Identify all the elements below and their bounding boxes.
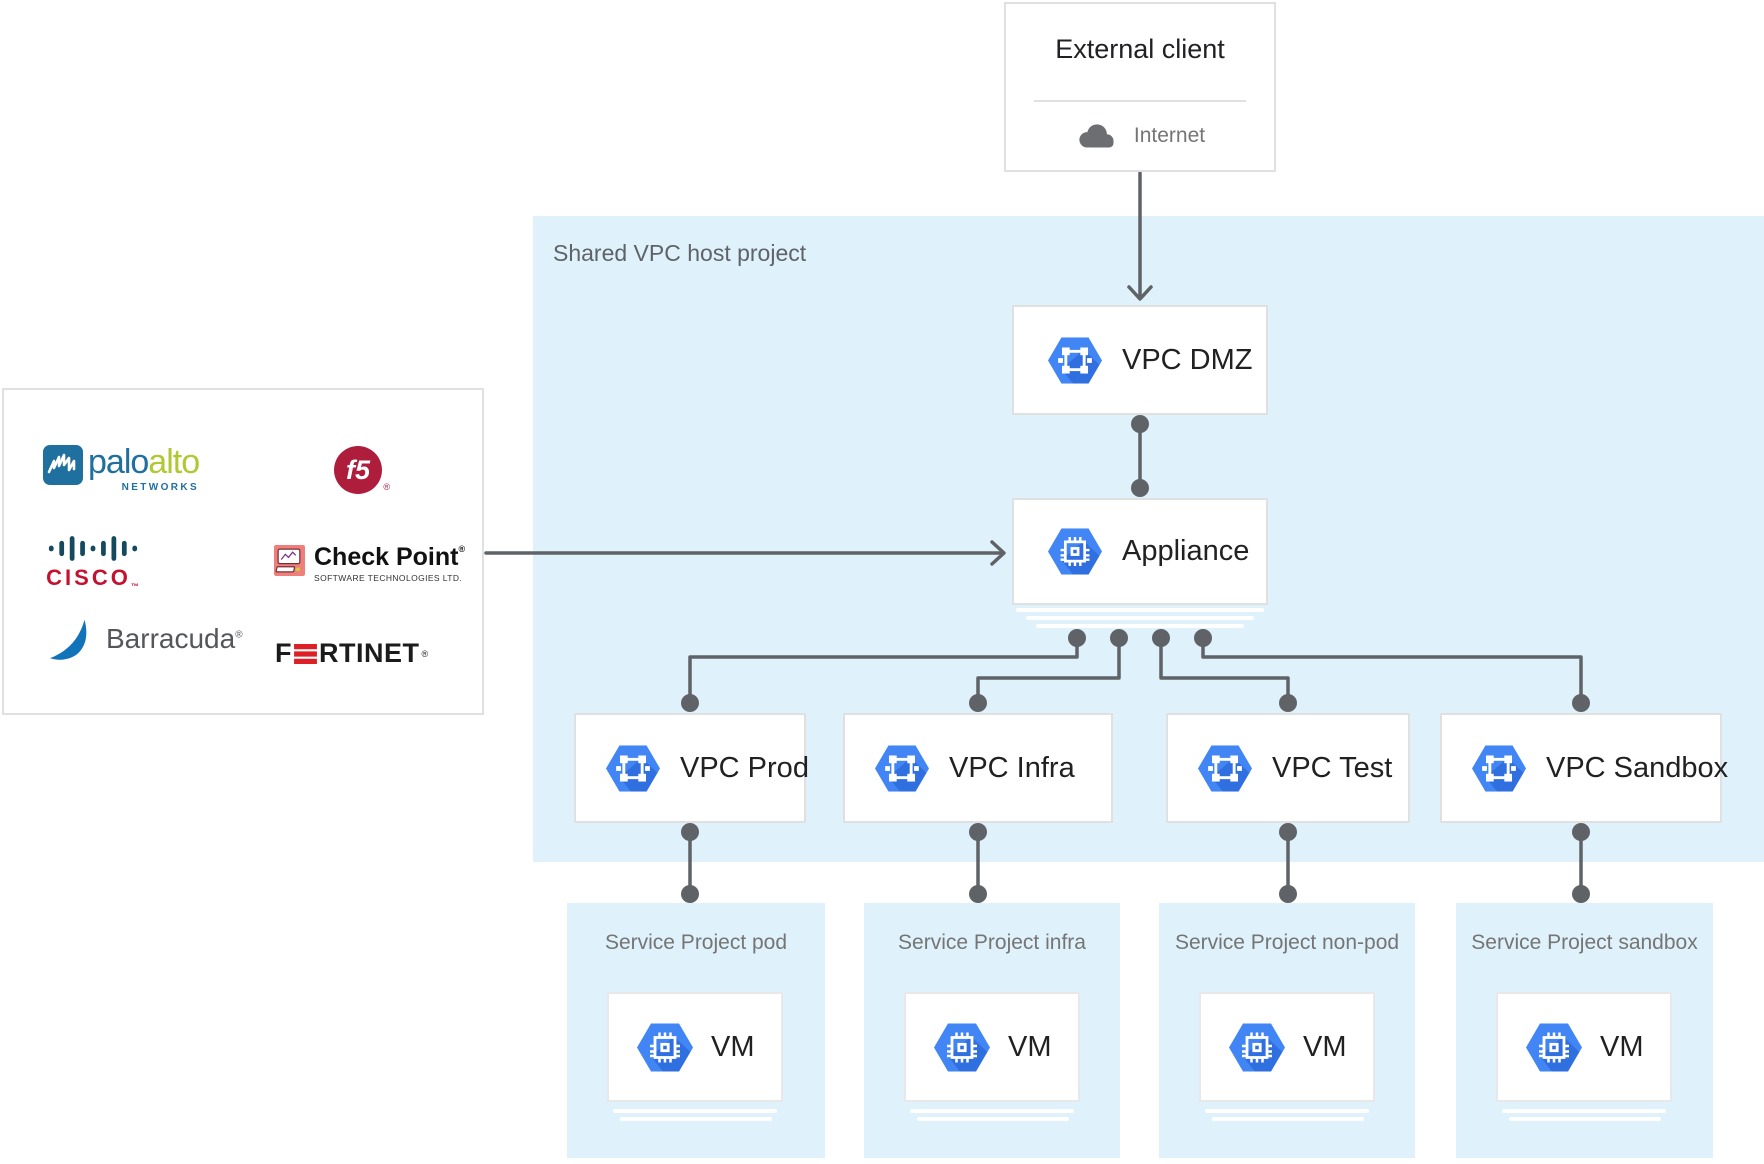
vm-stack-line (1502, 1109, 1666, 1113)
vpc-icon (1198, 745, 1252, 792)
compute-chip-icon (934, 1023, 990, 1072)
barracuda-registered-mark: ® (235, 629, 243, 641)
fortinet-logo: F RTINET ® (275, 640, 428, 667)
vm-stack-line (620, 1117, 772, 1121)
f5-logo: f5 ® (334, 446, 390, 494)
service-project-sandbox-label: Service Project sandbox (1471, 931, 1698, 954)
divider (1034, 100, 1246, 102)
compute-chip-icon (1048, 528, 1102, 575)
vpc-icon (606, 745, 660, 792)
appliance-stack-line (1036, 624, 1244, 628)
service-project-infra-label: Service Project infra (898, 931, 1086, 954)
vpc-test-box: VPC Test (1166, 713, 1410, 823)
vm-stack-line (1509, 1117, 1661, 1121)
vpc-icon (1472, 745, 1526, 792)
paloalto-word-alto: alto (148, 443, 200, 481)
f5-registered-mark: ® (383, 482, 390, 492)
vpc-icon (1048, 337, 1102, 384)
vm-stack-line (613, 1109, 777, 1113)
internet-label: Internet (1133, 124, 1206, 147)
fortinet-letters-rtinet: RTINET (319, 638, 420, 668)
vm-box: VM (904, 992, 1080, 1102)
checkpoint-name: Check Point (314, 543, 459, 571)
service-project-infra-box: Service Project infra VM (864, 903, 1120, 1158)
vm-stack-line (910, 1109, 1074, 1113)
vpc-sandbox-box: VPC Sandbox (1440, 713, 1728, 823)
checkpoint-wordmark: Check Point® SOFTWARE TECHNOLOGIES LTD. (314, 543, 466, 584)
checkpoint-logo: Check Point® SOFTWARE TECHNOLOGIES LTD. (274, 545, 465, 583)
fortinet-letter-f: F (275, 638, 292, 668)
appliance-stack-line (1026, 616, 1254, 620)
paloalto-wordmark: paloalto NETWORKS (88, 443, 200, 493)
paloalto-icon (43, 445, 83, 485)
vpc-test-label: VPC Test (1272, 751, 1393, 784)
compute-chip-icon (1229, 1023, 1285, 1072)
vendor-appliances-panel: paloalto NETWORKS f5 ® (2, 388, 484, 715)
vm-box: VM (1199, 992, 1375, 1102)
checkpoint-registered-mark: ® (458, 544, 466, 554)
vpc-infra-label: VPC Infra (949, 751, 1075, 784)
barracuda-name: Barracuda (106, 623, 236, 654)
service-project-non-pod-box: Service Project non-pod VM (1159, 903, 1415, 1158)
f5-ball-icon: f5 (334, 446, 382, 494)
service-project-non-pod-label: Service Project non-pod (1174, 931, 1400, 954)
checkpoint-icon (274, 545, 305, 576)
vpc-icon (875, 745, 929, 792)
appliance-box: Appliance (1012, 498, 1268, 605)
cisco-logo: CISCO™ (45, 536, 140, 591)
compute-chip-icon (637, 1023, 693, 1072)
fortinet-gate-icon (294, 643, 317, 664)
vpc-dmz-box: VPC DMZ (1012, 305, 1268, 415)
appliance-label: Appliance (1122, 535, 1250, 567)
region-label: Shared VPC host project (553, 240, 807, 266)
barracuda-logo: Barracuda® (46, 616, 243, 662)
vm-stack-line (1212, 1117, 1364, 1121)
cisco-bars-icon (48, 536, 137, 561)
paloalto-logo: paloalto NETWORKS (43, 443, 200, 493)
internet-row: Internet (1006, 112, 1274, 160)
barracuda-swoosh-icon (50, 619, 87, 660)
external-client-box: External client Internet (1004, 2, 1276, 172)
vm-label: VM (711, 1030, 755, 1063)
service-project-sandbox-box: Service Project sandbox VM (1456, 903, 1713, 1158)
fortinet-registered-mark: ® (421, 648, 429, 659)
vpc-sandbox-label: VPC Sandbox (1546, 751, 1729, 784)
compute-chip-icon (1526, 1023, 1582, 1072)
vm-box: VM (607, 992, 783, 1102)
service-project-pod-label: Service Project pod (604, 931, 788, 954)
checkpoint-subtitle: SOFTWARE TECHNOLOGIES LTD. (314, 573, 463, 583)
vpc-dmz-label: VPC DMZ (1122, 343, 1253, 376)
vm-label: VM (1303, 1030, 1347, 1063)
vm-box: VM (1496, 992, 1672, 1102)
paloalto-networks-label: NETWORKS (121, 482, 200, 493)
cisco-label: CISCO (46, 565, 131, 590)
vm-stack-line (917, 1117, 1069, 1121)
f5-label: f5 (345, 454, 370, 485)
external-client-title: External client (1055, 34, 1225, 64)
vpc-infra-box: VPC Infra (843, 713, 1113, 823)
vm-label: VM (1600, 1030, 1644, 1063)
vm-label: VM (1008, 1030, 1052, 1063)
vm-stack-line (1205, 1109, 1369, 1113)
internet-cloud-icon (1075, 122, 1119, 151)
vpc-prod-label: VPC Prod (680, 751, 809, 784)
appliance-stack-line (1016, 608, 1264, 612)
service-project-pod-box: Service Project pod VM (567, 903, 825, 1158)
cisco-trademark: ™ (130, 582, 139, 591)
paloalto-word-palo: palo (88, 443, 149, 481)
vpc-prod-box: VPC Prod (574, 713, 809, 823)
